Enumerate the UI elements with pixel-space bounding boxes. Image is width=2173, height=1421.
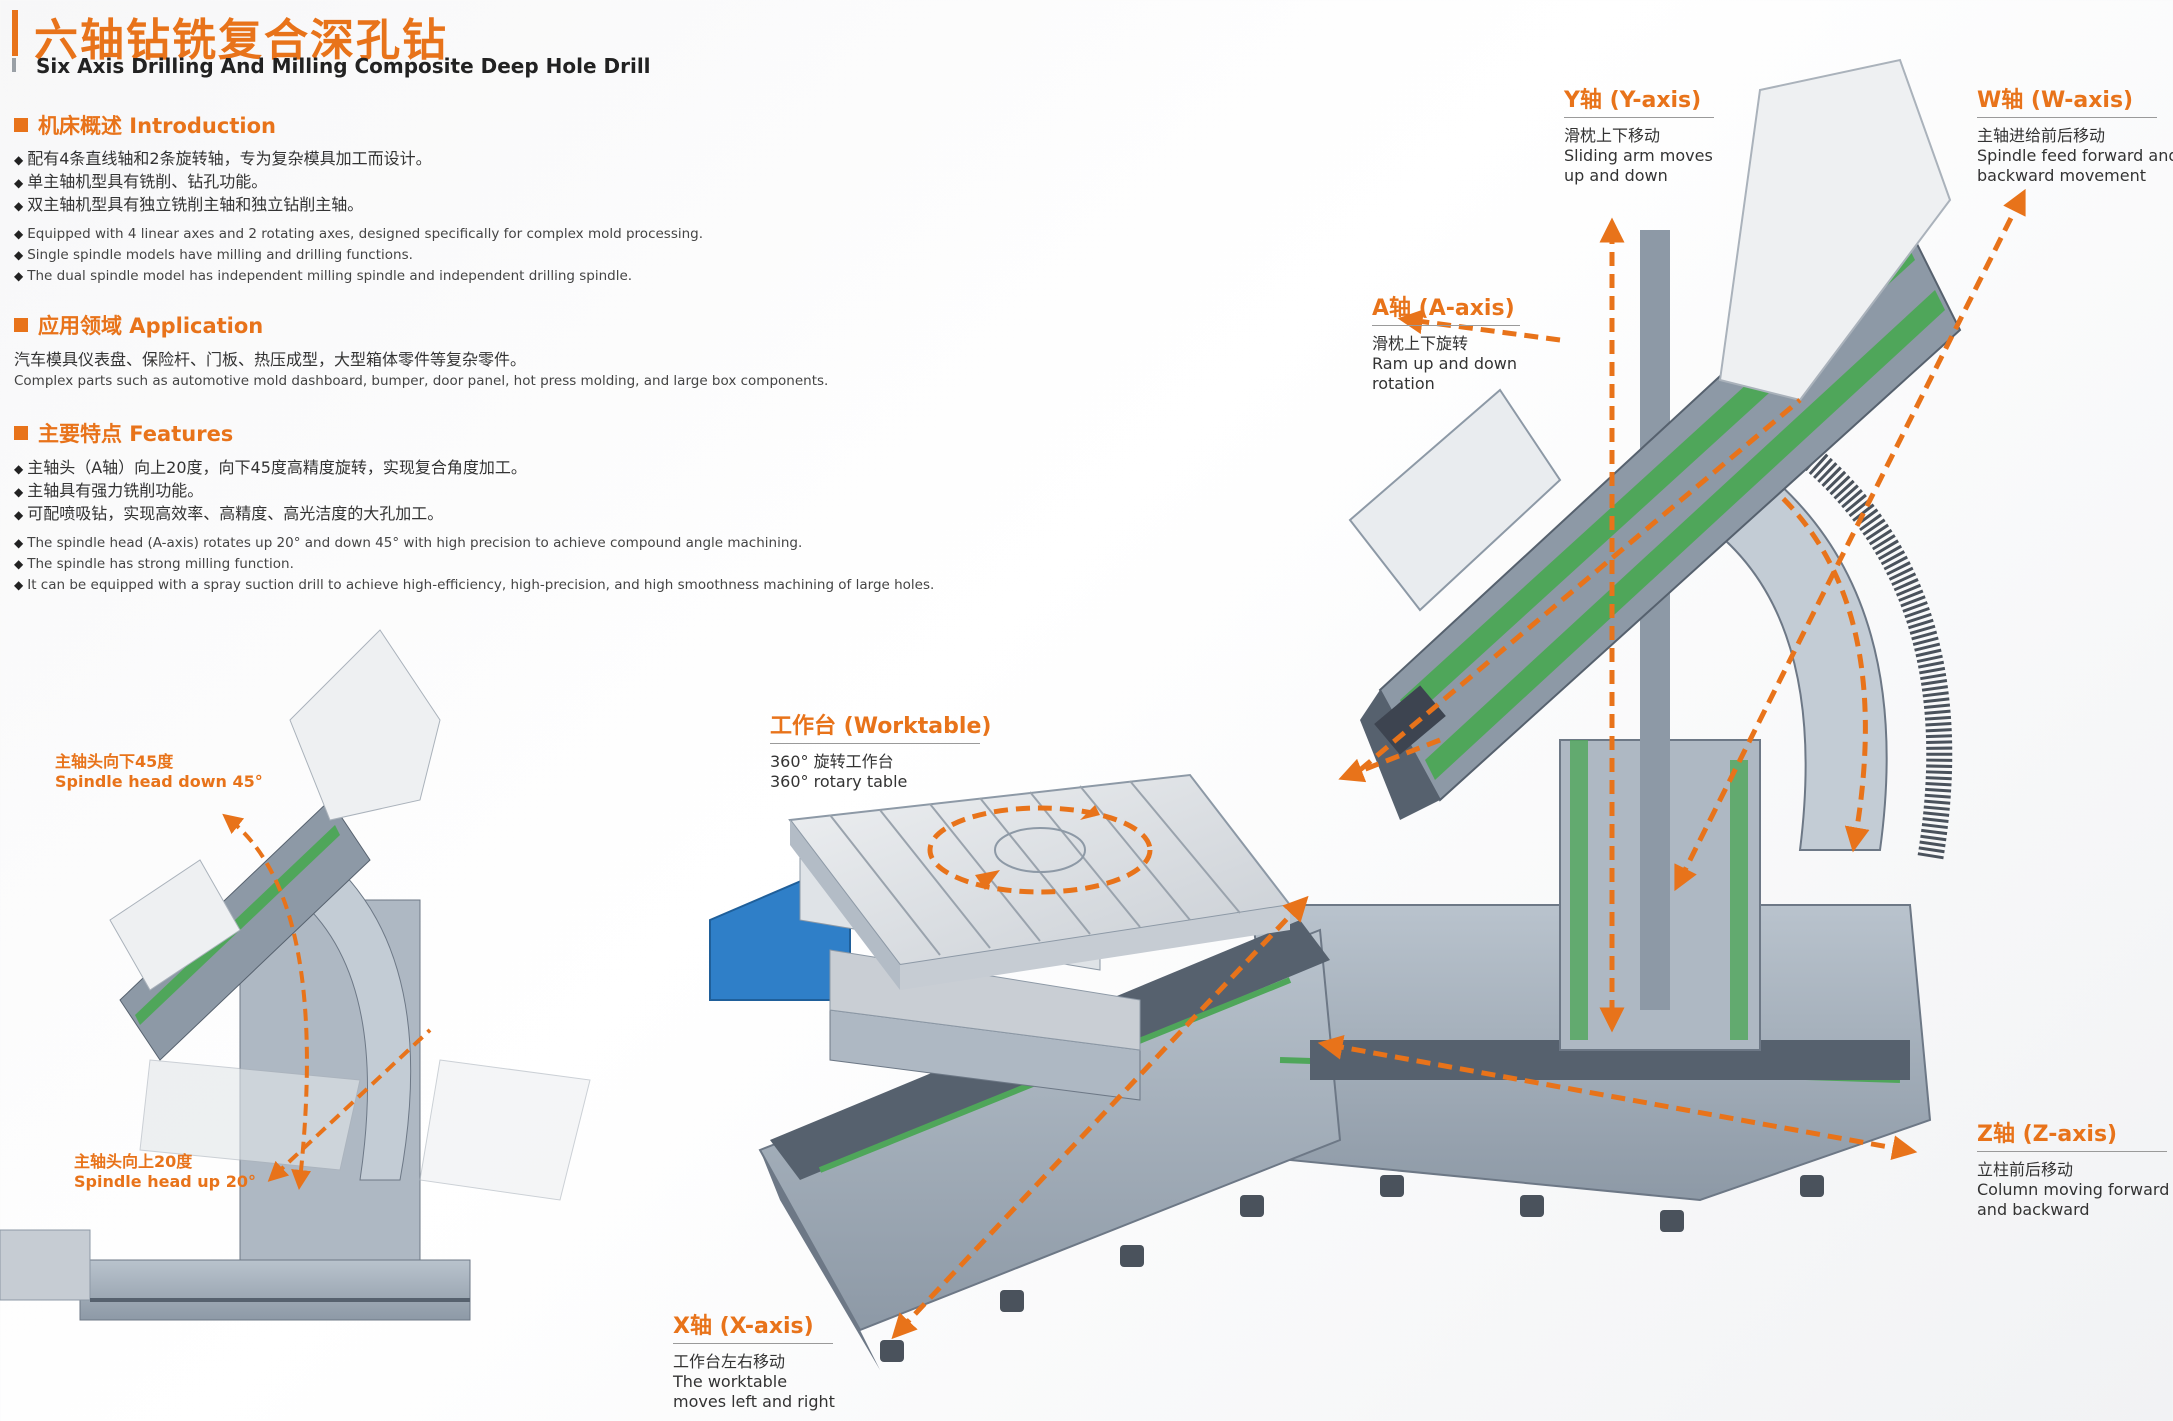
page-title-cn: 六轴钻铣复合深孔钻: [34, 15, 448, 66]
diamond-bullet-icon: ◆: [14, 536, 24, 550]
worktable-callout: 工作台 (Worktable) 360° 旋转工作台 360° rotary t…: [770, 708, 992, 792]
page-title-en: Six Axis Drilling And Milling Composite …: [36, 54, 651, 78]
feature-item-en-text: It can be equipped with a spray suction …: [27, 577, 935, 593]
intro-item-en: ◆Single spindle models have milling and …: [14, 247, 413, 263]
callout-divider: [1977, 1151, 2167, 1152]
y-axis-title: Y轴 (Y-axis): [1564, 88, 1702, 113]
intro-item-en: ◆Equipped with 4 linear axes and 2 rotat…: [14, 226, 703, 242]
callout-divider: [1564, 117, 1714, 118]
x-axis-desc-cn: 工作台左右移动: [673, 1352, 786, 1371]
a-axis-desc-cn: 滑枕上下旋转: [1372, 334, 1469, 353]
intro-item-cn-text: 单主轴机型具有铣削、钻孔功能。: [27, 172, 268, 191]
x-axis-desc-en2: moves left and right: [673, 1392, 835, 1411]
feature-item-en-text: The spindle head (A-axis) rotates up 20°…: [27, 535, 803, 551]
feature-item-en: ◆It can be equipped with a spray suction…: [14, 577, 934, 593]
w-axis-callout: W轴 (W-axis) 主轴进给前后移动 Spindle feed forwar…: [1977, 82, 2173, 186]
z-axis-desc-en2: and backward: [1977, 1200, 2090, 1219]
spindle-up-cn: 主轴头向上20度: [74, 1152, 193, 1171]
feature-item-cn: ◆可配喷吸钻，实现高效率、高精度、高光洁度的大孔加工。: [14, 500, 443, 524]
diamond-bullet-icon: ◆: [14, 248, 24, 262]
spindle-up-label: 主轴头向上20度 Spindle head up 20°: [74, 1152, 256, 1192]
worktable-desc-en1: 360° rotary table: [770, 772, 908, 791]
small-machine-view: [0, 629, 591, 1321]
z-axis-title: Z轴 (Z-axis): [1977, 1122, 2118, 1147]
callout-divider: [1977, 117, 2157, 118]
application-text-en: Complex parts such as automotive mold da…: [14, 373, 829, 389]
feature-item-cn-text: 可配喷吸钻，实现高效率、高精度、高光洁度的大孔加工。: [27, 504, 444, 523]
x-axis-desc-en1: The worktable: [673, 1372, 788, 1391]
intro-item-cn: ◆双主轴机型具有独立铣削主轴和独立钻削主轴。: [14, 191, 363, 215]
section-square-icon: [14, 426, 28, 440]
feature-item-en: ◆The spindle has strong milling function…: [14, 556, 294, 572]
spindle-down-en: Spindle head down 45°: [55, 772, 263, 791]
diamond-bullet-icon: ◆: [14, 557, 24, 571]
diamond-bullet-icon: ◆: [14, 199, 24, 213]
axis-arrows: [891, 188, 2026, 1340]
z-axis-desc-cn: 立柱前后移动: [1977, 1160, 2074, 1179]
y-axis-callout: Y轴 (Y-axis) 滑枕上下移动 Sliding arm moves up …: [1564, 82, 1714, 186]
a-axis-desc-en1: Ram up and down: [1372, 354, 1517, 373]
spindle-up-en: Spindle head up 20°: [74, 1172, 256, 1191]
intro-item-en-text: The dual spindle model has independent m…: [27, 268, 633, 284]
intro-item-en-text: Single spindle models have milling and d…: [27, 247, 413, 263]
z-axis-callout: Z轴 (Z-axis) 立柱前后移动 Column moving forward…: [1977, 1116, 2170, 1220]
diamond-bullet-icon: ◆: [14, 269, 24, 283]
intro-item-cn-text: 双主轴机型具有独立铣削主轴和独立钻削主轴。: [27, 195, 364, 214]
callout-divider: [1372, 325, 1520, 326]
intro-item-cn-text: 配有4条直线轴和2条旋转轴，专为复杂模具加工而设计。: [27, 149, 432, 168]
features-heading-text: 主要特点 Features: [38, 422, 234, 446]
application-heading: 应用领域 Application: [14, 310, 263, 340]
w-axis-title: W轴 (W-axis): [1977, 88, 2134, 113]
callout-divider: [673, 1343, 833, 1344]
feature-item-cn-text: 主轴头（A轴）向上20度，向下45度高精度旋转，实现复合角度加工。: [27, 458, 527, 477]
spindle-down-cn: 主轴头向下45度: [55, 752, 174, 771]
intro-item-en-text: Equipped with 4 linear axes and 2 rotati…: [27, 226, 704, 242]
a-axis-callout: A轴 (A-axis) 滑枕上下旋转 Ram up and down rotat…: [1372, 290, 1520, 394]
w-axis-desc-en1: Spindle feed forward and: [1977, 146, 2173, 165]
callout-divider: [770, 743, 980, 744]
application-heading-text: 应用领域 Application: [38, 314, 264, 338]
features-heading: 主要特点 Features: [14, 418, 233, 448]
intro-item-cn: ◆配有4条直线轴和2条旋转轴，专为复杂模具加工而设计。: [14, 145, 432, 169]
w-axis-desc-cn: 主轴进给前后移动: [1977, 126, 2106, 145]
feature-item-cn-text: 主轴具有强力铣削功能。: [27, 481, 204, 500]
a-axis-title: A轴 (A-axis): [1372, 296, 1515, 321]
feature-item-cn: ◆主轴头（A轴）向上20度，向下45度高精度旋转，实现复合角度加工。: [14, 454, 527, 478]
y-axis-desc-en1: Sliding arm moves: [1564, 146, 1713, 165]
diamond-bullet-icon: ◆: [14, 227, 24, 241]
diamond-bullet-icon: ◆: [14, 485, 24, 499]
spindle-down-label: 主轴头向下45度 Spindle head down 45°: [55, 752, 263, 792]
section-square-icon: [14, 118, 28, 132]
w-axis-desc-en2: backward movement: [1977, 166, 2146, 185]
application-text-cn: 汽车模具仪表盘、保险杆、门板、热压成型，大型箱体零件等复杂零件。: [14, 350, 527, 369]
feature-item-en: ◆The spindle head (A-axis) rotates up 20…: [14, 535, 802, 551]
z-axis-desc-en1: Column moving forward: [1977, 1180, 2170, 1199]
feature-item-cn: ◆主轴具有强力铣削功能。: [14, 477, 203, 501]
feature-item-en-text: The spindle has strong milling function.: [27, 556, 294, 572]
title-accent-bar-small: [12, 58, 16, 72]
y-axis-desc-en2: up and down: [1564, 166, 1668, 185]
diamond-bullet-icon: ◆: [14, 153, 24, 167]
section-square-icon: [14, 318, 28, 332]
introduction-heading: 机床概述 Introduction: [14, 110, 276, 140]
diamond-bullet-icon: ◆: [14, 578, 24, 592]
diamond-bullet-icon: ◆: [14, 462, 24, 476]
x-axis-callout: X轴 (X-axis) 工作台左右移动 The worktable moves …: [673, 1308, 835, 1412]
title-accent-bar: [12, 10, 18, 56]
diamond-bullet-icon: ◆: [14, 176, 24, 190]
y-axis-desc-cn: 滑枕上下移动: [1564, 126, 1661, 145]
intro-item-en: ◆The dual spindle model has independent …: [14, 268, 632, 284]
worktable-desc-cn: 360° 旋转工作台: [770, 752, 894, 771]
x-axis-title: X轴 (X-axis): [673, 1314, 814, 1339]
introduction-heading-text: 机床概述 Introduction: [38, 114, 276, 138]
a-axis-desc-en2: rotation: [1372, 374, 1435, 393]
diamond-bullet-icon: ◆: [14, 508, 24, 522]
intro-item-cn: ◆单主轴机型具有铣削、钻孔功能。: [14, 168, 267, 192]
worktable-title: 工作台 (Worktable): [770, 714, 992, 739]
